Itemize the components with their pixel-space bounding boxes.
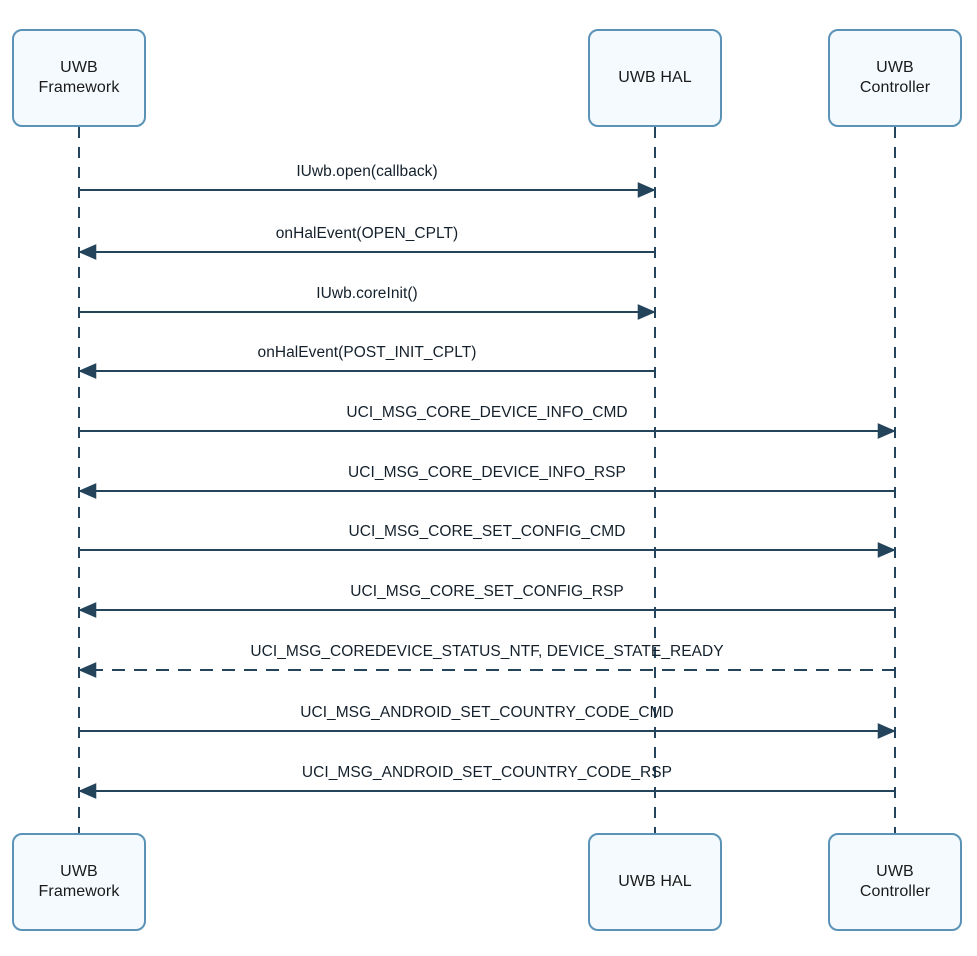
message-label-7: UCI_MSG_CORE_SET_CONFIG_RSP [350, 583, 624, 600]
participant-label-line1: UWB HAL [618, 69, 692, 86]
participant-label: UWB Framework [39, 862, 120, 902]
participant-label: UWB Controller [860, 58, 930, 98]
participant-label-line1: UWB [60, 59, 98, 76]
participant-label: UWB Controller [860, 862, 930, 902]
message-label-3: onHalEvent(POST_INIT_CPLT) [257, 344, 477, 361]
participant-box-framework-bottom[interactable]: UWB Framework [12, 833, 146, 931]
message-label-10: UCI_MSG_ANDROID_SET_COUNTRY_CODE_RSP [301, 764, 673, 781]
participant-label-line2: Framework [38, 79, 120, 96]
message-label-8: UCI_MSG_COREDEVICE_STATUS_NTF, DEVICE_ST… [250, 643, 724, 660]
participant-label-line2: Controller [859, 79, 931, 96]
participant-label-line1: UWB [876, 59, 914, 76]
participant-label-line2: Framework [38, 883, 120, 900]
participant-box-controller-top[interactable]: UWB Controller [828, 29, 962, 127]
participant-box-hal-bottom[interactable]: UWB HAL [588, 833, 722, 931]
message-label-4: UCI_MSG_CORE_DEVICE_INFO_CMD [346, 404, 628, 421]
participant-box-controller-bottom[interactable]: UWB Controller [828, 833, 962, 931]
participant-label-line1: UWB [60, 863, 98, 880]
messages-group [78, 182, 896, 799]
message-label-5: UCI_MSG_CORE_DEVICE_INFO_RSP [348, 464, 626, 481]
participant-label-line2: Controller [859, 883, 931, 900]
participant-label: UWB HAL [618, 872, 692, 892]
message-label-6: UCI_MSG_CORE_SET_CONFIG_CMD [348, 523, 626, 540]
participant-label: UWB Framework [39, 58, 120, 98]
participant-box-framework-top[interactable]: UWB Framework [12, 29, 146, 127]
participant-label-line1: UWB [876, 863, 914, 880]
participant-label-line1: UWB HAL [618, 873, 692, 890]
message-label-2: IUwb.coreInit() [316, 285, 418, 302]
message-label-1: onHalEvent(OPEN_CPLT) [275, 225, 459, 242]
message-label-9: UCI_MSG_ANDROID_SET_COUNTRY_CODE_CMD [300, 704, 674, 721]
participant-label: UWB HAL [618, 68, 692, 88]
participant-box-hal-top[interactable]: UWB HAL [588, 29, 722, 127]
message-label-0: IUwb.open(callback) [296, 163, 438, 180]
lifelines-group [78, 127, 896, 833]
